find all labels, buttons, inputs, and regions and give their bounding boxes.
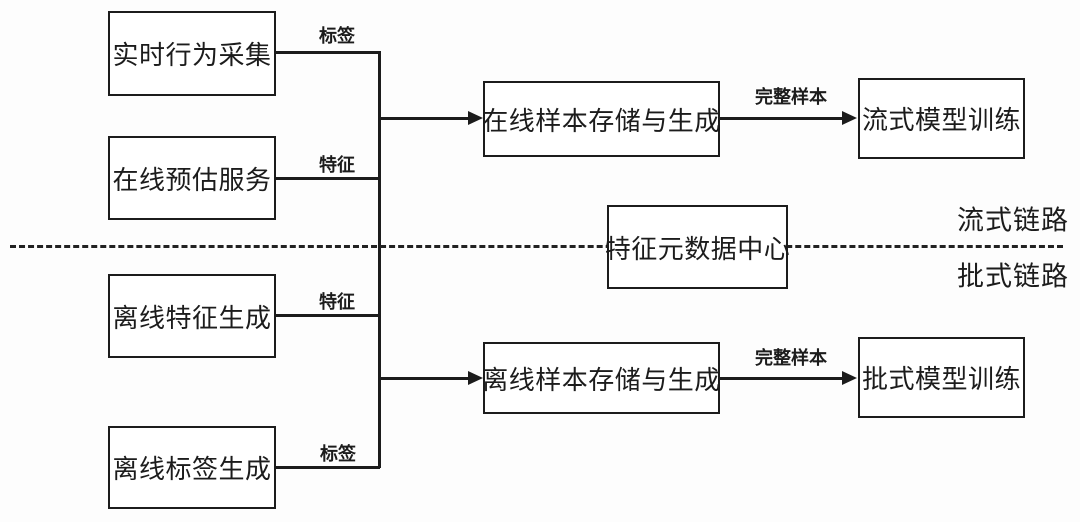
node-batch-model-training: 批式模型训练 [858, 337, 1025, 418]
edge-label-label-top: 标签 [319, 26, 355, 46]
node-online-sample-storage-generation: 在线样本存储与生成 [482, 81, 720, 157]
arrow-offline-sample-to-batch-training-head-icon [842, 371, 857, 385]
edge-label-feature-online: 特征 [319, 155, 355, 175]
node-online-prediction-service: 在线预估服务 [108, 136, 276, 220]
arrow-bus-to-online-sample-line [378, 117, 471, 120]
node-offline-sample-storage-generation: 离线样本存储与生成 [482, 342, 720, 414]
edge-label-feature-offline: 特征 [319, 292, 355, 312]
edge-label-complete-sample-batch: 完整样本 [755, 348, 827, 368]
edge-label-complete-sample-streaming: 完整样本 [755, 87, 827, 107]
arrow-online-sample-to-streaming-training-line [718, 117, 845, 120]
arrow-online-sample-to-streaming-training-head-icon [842, 111, 857, 125]
node-streaming-model-training: 流式模型训练 [858, 78, 1025, 159]
node-feature-metadata-center: 特征元数据中心 [605, 205, 790, 289]
arrow-bus-to-offline-sample-head-icon [468, 371, 483, 385]
streaming-batch-divider-dashed-line [10, 245, 1063, 248]
node-realtime-behavior-collection: 实时行为采集 [108, 11, 276, 96]
region-label-batch-link: 批式链路 [957, 261, 1069, 292]
arrow-bus-to-offline-sample-line [378, 377, 471, 380]
connector-realtime-behavior-to-bus [275, 51, 380, 54]
connector-online-prediction-to-bus [275, 177, 380, 180]
region-label-streaming-link: 流式链路 [957, 205, 1069, 236]
node-offline-feature-generation: 离线特征生成 [108, 274, 276, 358]
connector-offline-label-to-bus [275, 466, 380, 469]
bus-vertical-line [378, 51, 381, 468]
edge-label-label-bottom: 标签 [320, 444, 356, 464]
connector-offline-feature-to-bus [275, 314, 380, 317]
node-offline-label-generation: 离线标签生成 [108, 426, 276, 509]
arrow-bus-to-online-sample-head-icon [468, 111, 483, 125]
arrow-offline-sample-to-batch-training-line [718, 377, 845, 380]
